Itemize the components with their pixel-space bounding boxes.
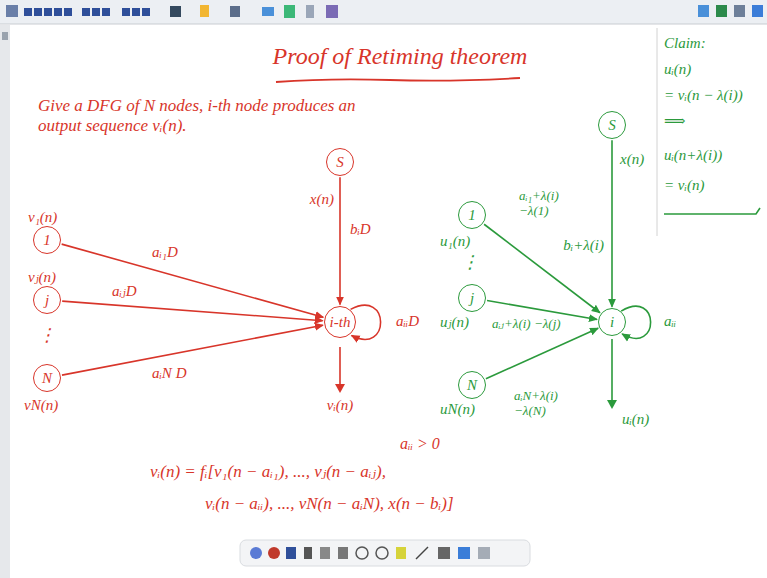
annotation-text: x(n) [310,190,334,208]
toolbar-bar [0,0,767,24]
node-circle: S [598,111,627,140]
node-text: S [336,154,344,171]
annotation-text: vᵢ(n) = fᵢ[v₁(n − aᵢ₁), ..., vⱼ(n − aᵢⱼ)… [150,462,386,482]
node-circle: j [458,284,487,313]
side-panel [0,25,10,578]
annotation-text: x(n) [620,150,644,168]
edge-label: aᵢᵢD [394,312,421,330]
annotation-text: v₁(n) [28,208,57,226]
node-text: N [42,370,52,387]
title-underline [276,78,520,82]
edge-label: aᵢN D [150,364,188,382]
annotation-text: uⱼ(n) [440,313,469,331]
side-panel-button [2,32,8,40]
annotation-text: vN(n) [24,396,58,414]
annotation-text: vᵢ(n) [327,396,354,414]
node-circle: N [458,371,487,400]
node-circle: i-th [324,306,357,339]
toolbar-border [0,24,767,25]
annotation-text: uᵢ(n+λ(i)) [664,146,722,164]
annotation-text: vᵢ(n − aᵢᵢ), ..., vN(n − aᵢN), x(n − bᵢ)… [205,494,454,514]
edge-connector [611,140,613,307]
node-circle: 1 [33,226,62,255]
edge-label: aᵢN+λ(i) −λ(N) [512,388,588,418]
annotation-text: ⋮ [38,325,56,347]
annotation-text: Claim: [664,34,706,52]
annotation-text: u₁(n) [440,232,470,250]
annotation-text: uᵢ(n) [622,410,649,428]
node-text: j [470,290,474,307]
claim-separator [657,28,658,236]
edge-connector [486,328,598,378]
node-text: j [45,292,49,309]
node-circle: j [33,286,62,315]
edge-label: bᵢD [348,220,373,238]
node-circle: S [326,148,355,177]
annotation-text: ⋮ [461,252,479,274]
edge-label: aᵢⱼ+λ(i) −λ(j) [490,316,563,331]
node-circle: i [598,308,627,337]
annotation-text: = vᵢ(n − λ(i)) [664,86,743,104]
annotation-text: vⱼ(n) [28,268,56,286]
annotation-text: uᵢ(n) [664,60,691,78]
claim-underline [664,208,760,214]
node-text: S [608,117,616,134]
node-text: i [610,314,614,331]
title-text: Proof of Retiming theorem [273,42,528,71]
edge-connector [62,301,322,321]
toolbar-icons [6,5,763,18]
annotation-text: uN(n) [440,400,475,418]
edge-connector [62,244,324,317]
annotation-text: ⟹ [664,112,686,130]
node-text: 1 [468,207,476,224]
node-text: N [467,377,477,394]
edge-label: aᵢ₁D [150,243,180,261]
annotation-text: = vᵢ(n) [664,176,704,194]
node-text: i-th [330,314,351,331]
edge-label: aᵢⱼD [110,282,139,300]
bottom-toolbar [240,540,530,566]
edge-connector [62,325,323,375]
annotation-text: aᵢᵢ > 0 [400,434,440,453]
output-arrow [607,339,617,409]
edge-label: aᵢ₁+λ(i) −λ(1) [517,188,593,218]
node-text: 1 [43,232,51,249]
node-circle: N [33,364,62,393]
node-circle: 1 [458,201,487,230]
edge-label: bᵢ+λ(i) [561,236,606,254]
edge-label: aᵢᵢ [662,312,678,330]
output-arrow [335,347,345,393]
annotation-text: Give a DFG of N nodes, i-th node produce… [38,96,383,137]
edge-connector [339,177,341,304]
